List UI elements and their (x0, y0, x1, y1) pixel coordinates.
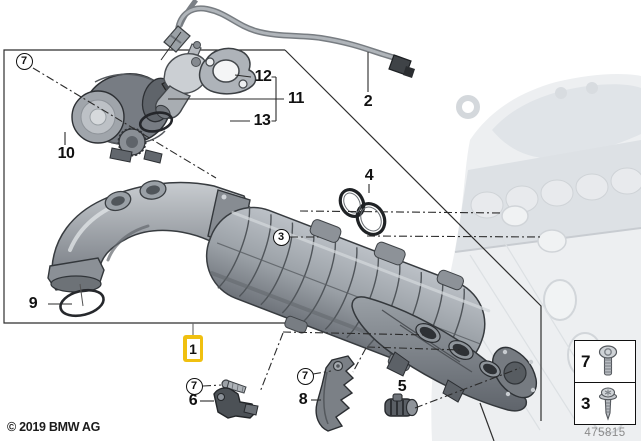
callout-8[interactable]: 8 (298, 391, 308, 408)
gasket-part-12 (198, 47, 257, 95)
callout-5[interactable]: 5 (397, 378, 407, 395)
tapered-screw-icon (598, 386, 618, 421)
callout-3-circled[interactable]: 3 (272, 228, 290, 246)
hose-part-2 (163, 0, 415, 78)
legend-row-screw-3[interactable]: 3 (575, 383, 635, 424)
copyright-text: © 2019 BMW AG (7, 420, 101, 434)
callout-11[interactable]: 11 (288, 90, 304, 107)
pan-head-screw-icon (598, 344, 618, 376)
callout-6[interactable]: 6 (188, 392, 198, 409)
callout-12[interactable]: 12 (254, 68, 272, 85)
oring-part-13 (138, 111, 174, 133)
bracket-part-8 (315, 355, 355, 432)
callout-4[interactable]: 4 (364, 167, 374, 184)
diagram-part-number: 475815 (584, 427, 626, 439)
callout-9[interactable]: 9 (28, 295, 38, 312)
callout-7-circled-top[interactable]: 7 (15, 52, 33, 70)
intake-manifold-part-1 (47, 180, 538, 412)
callout-7-circled-right[interactable]: 7 (296, 367, 314, 385)
callout-13[interactable]: 13 (253, 112, 271, 129)
callout-2[interactable]: 2 (363, 93, 373, 110)
sensor-part-11 (154, 41, 209, 120)
legend-number-3: 3 (581, 393, 591, 413)
pump-part-10 (71, 73, 189, 164)
legend-row-screw-7[interactable]: 7 (575, 341, 635, 383)
gasket-part-4 (338, 188, 387, 236)
callout-10[interactable]: 10 (57, 145, 75, 162)
callout-1-highlighted[interactable]: 1 (183, 335, 203, 362)
leader-lines (32, 31, 544, 409)
fastener-legend-box: 7 3 (574, 340, 636, 425)
callout-7-circled-mid[interactable]: 7 (185, 377, 203, 395)
legend-number-7: 7 (581, 351, 591, 371)
callout-1-number: 1 (186, 338, 200, 359)
oring-part-9 (59, 283, 105, 318)
sensor-part-6 (213, 379, 259, 419)
clamp-part-5 (384, 393, 419, 417)
